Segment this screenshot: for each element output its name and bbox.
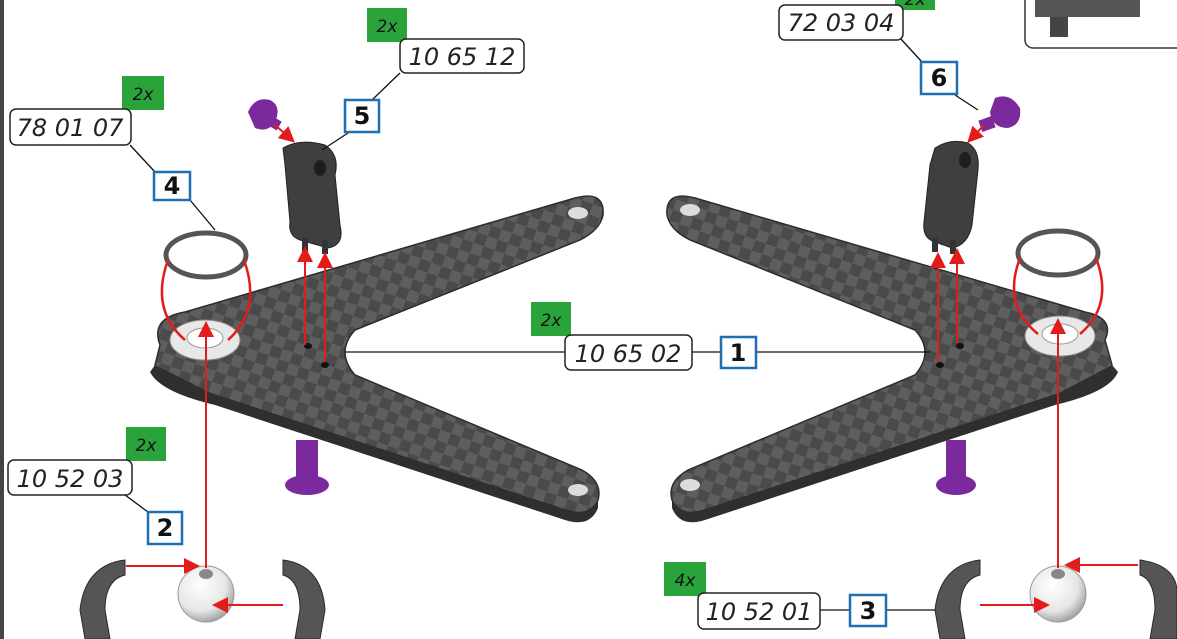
mount-block-left <box>282 141 342 254</box>
quantity-text: 2x <box>377 17 399 37</box>
quantity-text: 2x <box>133 85 155 105</box>
quantity-text: 4x <box>675 571 697 591</box>
part-number-box <box>9 108 132 146</box>
callout-10-52-03: 2x 10 52 03 2 <box>7 427 184 546</box>
step-number: 4 <box>164 172 181 200</box>
step-number: 2 <box>157 514 174 542</box>
screws <box>248 96 1021 495</box>
part-number: 10 65 02 <box>575 340 682 368</box>
screw-top-right-icon <box>978 96 1021 133</box>
part-number: 72 03 04 <box>788 9 895 37</box>
step-number: 3 <box>860 597 877 625</box>
part-number: 10 52 03 <box>17 465 124 493</box>
oring-arrows <box>160 257 1104 341</box>
leader-lines <box>124 37 979 611</box>
quantity-text: 2x <box>136 436 158 456</box>
callout-78-01-07: 2x 78 01 07 4 <box>9 76 192 202</box>
quantity-badge <box>122 76 164 110</box>
part-number: 10 65 12 <box>409 43 516 71</box>
ball-cups <box>79 559 1177 639</box>
step-box <box>848 593 888 628</box>
quantity-badge <box>367 8 407 42</box>
callout-72-03-04: 2x 72 03 04 6 <box>778 0 959 96</box>
step-number: 6 <box>931 64 948 92</box>
part-number-box <box>778 4 904 41</box>
ball-left <box>177 565 235 623</box>
inset-detail <box>1024 0 1177 49</box>
page-edge <box>0 0 4 639</box>
quantity-badge <box>126 427 166 461</box>
screw-bottom-right-icon <box>936 440 976 495</box>
step-box <box>343 98 381 134</box>
part-number-box <box>7 459 133 496</box>
o-ring-left <box>163 230 249 280</box>
quantity-badge <box>531 302 571 336</box>
callout-10-65-12: 2x 10 65 12 5 <box>343 8 525 134</box>
quantity-text: 2x <box>905 0 927 10</box>
quantity-badge <box>895 0 935 10</box>
o-ring-right <box>1015 228 1101 278</box>
quantity-badge <box>664 562 706 596</box>
ball-right <box>1029 565 1087 623</box>
part-number-box <box>399 38 525 74</box>
step-box <box>146 510 184 546</box>
step-box <box>152 170 192 202</box>
step-number: 5 <box>354 102 371 130</box>
mount-block-right <box>923 140 979 254</box>
step-number: 1 <box>730 339 747 367</box>
part-number-box <box>697 592 821 630</box>
callout-10-52-01: 4x 10 52 01 3 <box>664 562 888 630</box>
step-box <box>919 60 959 96</box>
screw-bottom-left-icon <box>285 440 329 495</box>
part-number-box <box>564 334 693 371</box>
carbon-plate-left <box>150 195 604 523</box>
part-number: 78 01 07 <box>17 114 125 142</box>
callout-10-65-02: 2x 10 65 02 1 <box>531 302 758 371</box>
assembly-arrows <box>126 123 1138 613</box>
carbon-plate-right <box>666 195 1118 523</box>
quantity-text: 2x <box>541 311 563 331</box>
step-box <box>719 335 758 370</box>
part-number: 10 52 01 <box>706 598 813 626</box>
